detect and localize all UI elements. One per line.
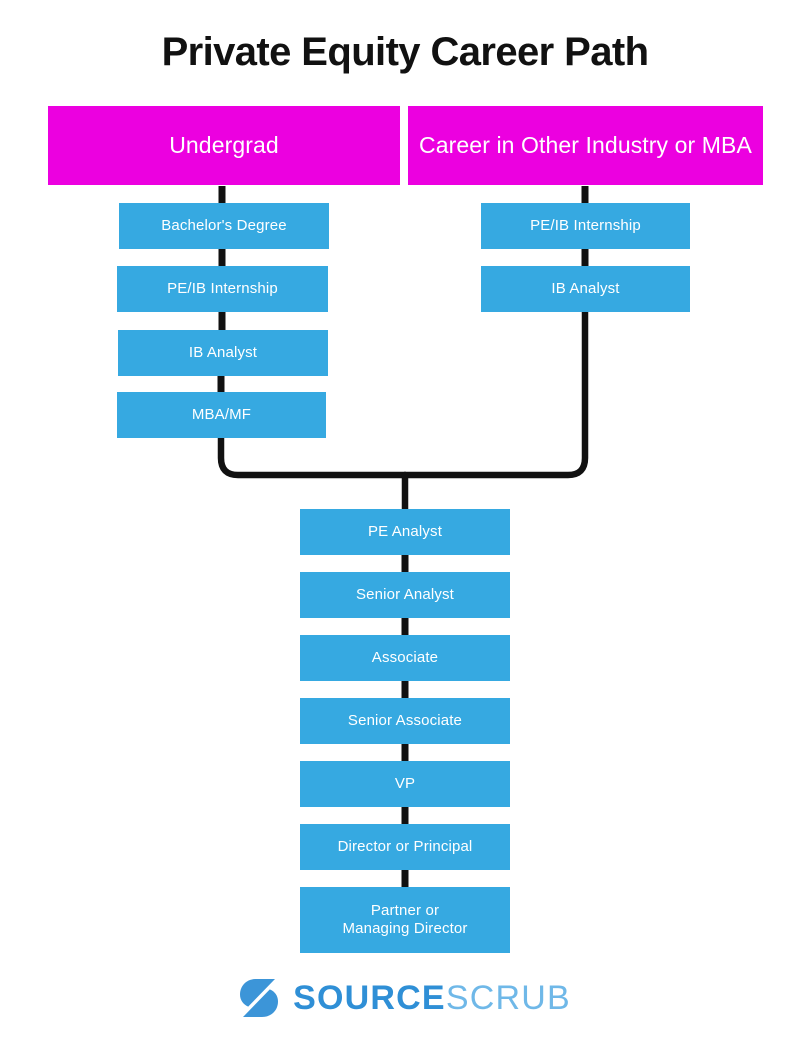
page-title: Private Equity Career Path — [161, 30, 649, 74]
merge-path-right — [401, 308, 589, 479]
step-box-ib-analyst-other[interactable]: IB Analyst — [481, 266, 690, 312]
step-box-vp[interactable]: VP — [300, 761, 510, 807]
logo-word-scrub: SCRUB — [445, 979, 571, 1017]
step-box-ib-analyst-undergrad[interactable]: IB Analyst — [118, 330, 328, 376]
logo-word-source: SOURCE — [293, 979, 446, 1017]
step-box-senior-analyst[interactable]: Senior Analyst — [300, 572, 510, 618]
step-box-pe-analyst[interactable]: PE Analyst — [300, 509, 510, 555]
step-box-partner-or-managing-director[interactable]: Partner or Managing Director — [300, 887, 510, 953]
merge-path-left — [217, 434, 409, 479]
step-box-pe-ib-internship-other[interactable]: PE/IB Internship — [481, 203, 690, 249]
stage-box-undergrad[interactable]: Undergrad — [48, 106, 400, 185]
sourcescrub-s-mark — [240, 979, 279, 1017]
step-box-director-or-principal[interactable]: Director or Principal — [300, 824, 510, 870]
step-box-senior-associate[interactable]: Senior Associate — [300, 698, 510, 744]
stage-box-other-career[interactable]: Career in Other Industry or MBA — [408, 106, 763, 185]
logo-wordmark: SOURCESCRUB — [293, 976, 571, 1020]
step-box-pe-ib-internship-undergrad[interactable]: PE/IB Internship — [117, 266, 328, 312]
step-box-mba-mf[interactable]: MBA/MF — [117, 392, 326, 438]
step-box-bachelors-degree[interactable]: Bachelor's Degree — [119, 203, 329, 249]
sourcescrub-logo: SOURCESCRUB — [0, 972, 810, 1024]
step-box-associate[interactable]: Associate — [300, 635, 510, 681]
